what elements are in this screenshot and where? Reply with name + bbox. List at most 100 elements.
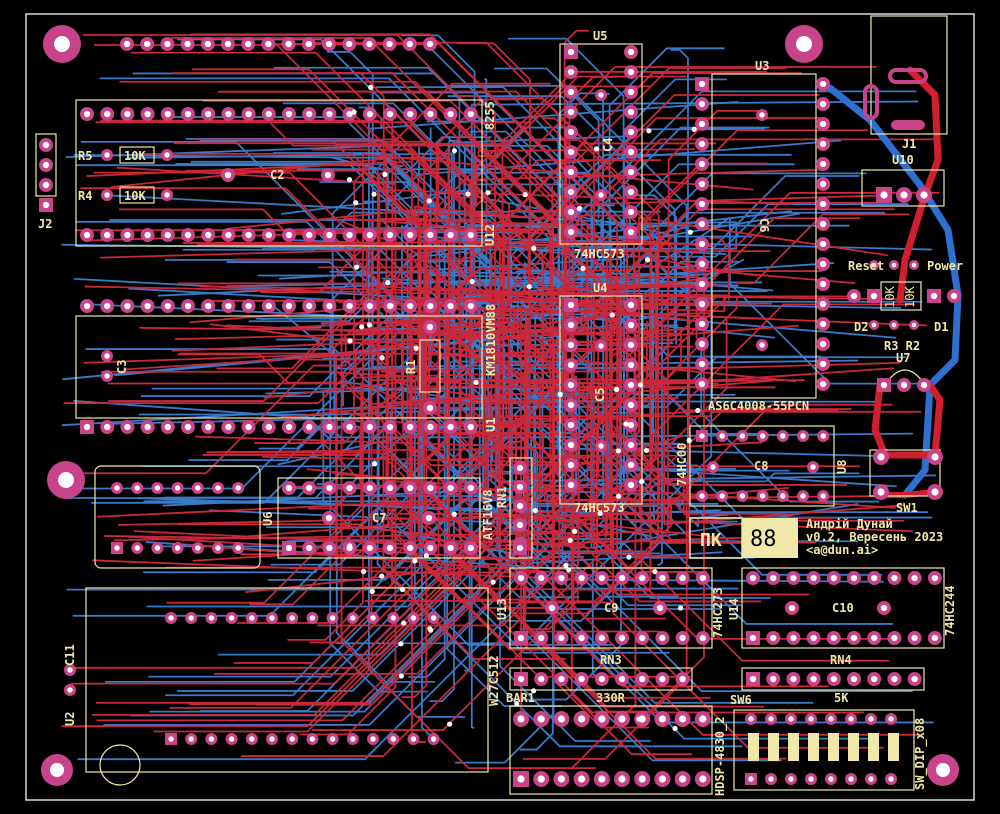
pad-drill (306, 484, 313, 492)
pad-drill (548, 604, 556, 612)
via (427, 626, 433, 632)
c3-ref: C3 (115, 360, 129, 374)
pad-drill (467, 110, 474, 118)
via (398, 641, 404, 647)
pad-drill (627, 208, 635, 216)
r1-outline (419, 339, 441, 393)
u14-value: 74HC273 (711, 587, 725, 638)
pad-drill (638, 775, 646, 783)
pad-drill (42, 161, 50, 169)
rn4-ref: RN4 (830, 653, 852, 667)
rn3-ref: RN3 (600, 653, 622, 667)
pad-drill (877, 488, 885, 496)
via (353, 200, 359, 206)
pad-drill (679, 775, 687, 783)
pad-drill (427, 110, 434, 118)
pad-drill (850, 634, 858, 642)
via (576, 206, 582, 212)
pad-drill (558, 634, 565, 642)
pad-drill (245, 231, 252, 239)
pad-drill (134, 485, 140, 491)
pad-drill (228, 736, 235, 742)
pad-drill (228, 615, 235, 621)
pad-drill (639, 675, 646, 683)
pad-drill (627, 228, 635, 236)
pad-drill (324, 171, 332, 179)
via (379, 355, 385, 361)
u3-cap-label: C6 (757, 218, 771, 232)
r3r2-refs: R3 R2 (884, 339, 920, 353)
via (447, 721, 453, 727)
u5-cap-label: C4 (601, 138, 615, 152)
pad-drill (366, 302, 373, 310)
pad-drill (819, 260, 827, 268)
pad-drill (390, 736, 396, 742)
pad-drill (699, 715, 707, 723)
power-label: Power (927, 259, 963, 273)
c11-ref: C11 (63, 644, 77, 666)
pad-drill (679, 574, 686, 582)
pad-drill (819, 80, 827, 88)
pad-drill (306, 302, 313, 310)
u1-value: KM1810VM88 (484, 304, 498, 376)
u1-outline (75, 315, 483, 419)
credits-version: v0.2, Вересень 2023 (806, 530, 943, 544)
dip-switch-bank[interactable] (748, 733, 899, 761)
pad-drill (516, 483, 524, 491)
pad-drill (618, 715, 626, 723)
badge-text: ПК (700, 530, 722, 551)
pad-drill (285, 231, 293, 239)
pad-drill (871, 574, 878, 582)
pad-drill (326, 231, 333, 239)
via (652, 568, 658, 575)
u9-value: 74HC244 (943, 585, 957, 636)
pad-drill (850, 675, 858, 683)
via (614, 386, 620, 392)
pad-drill (104, 192, 110, 198)
pad-drill (911, 262, 917, 268)
pad-drill (627, 361, 635, 369)
pad-drill (699, 634, 706, 642)
pad-drill (467, 231, 474, 239)
pad-drill (83, 423, 91, 431)
pad-drill (759, 342, 765, 348)
u6-socket-outline (94, 465, 261, 569)
pad-drill (598, 775, 606, 783)
u10-ref: U10 (892, 153, 914, 167)
u14-ref: U14 (727, 598, 741, 620)
pad-drill (658, 775, 667, 783)
c7-ref: C7 (372, 511, 386, 525)
pad-drill (830, 634, 837, 642)
pad-drill (447, 484, 454, 492)
u4-cap-label: C5 (593, 388, 607, 402)
pad-drill (467, 484, 474, 492)
pad-drill (808, 716, 814, 722)
pad-drill (920, 381, 928, 389)
via (382, 171, 388, 177)
u5-ref: U5 (593, 29, 607, 43)
via (571, 528, 578, 534)
pad-drill (427, 544, 434, 552)
pad-drill (739, 433, 746, 439)
pad-drill (208, 736, 215, 742)
pad-drill (627, 88, 635, 96)
pad-drill (627, 48, 635, 56)
pad-drill (578, 675, 585, 683)
pad-drill (888, 716, 894, 722)
pad-drill (184, 423, 192, 431)
pad-drill (467, 302, 474, 310)
pad-drill (164, 192, 170, 198)
r4-ref: R4 (78, 189, 92, 203)
via (593, 146, 600, 152)
pad-drill (790, 675, 797, 683)
pad-drill (759, 112, 765, 118)
pad-drill (168, 615, 174, 621)
pad-drill (134, 545, 140, 551)
u4-value: 74HC573 (574, 501, 625, 515)
pad-drill (517, 675, 525, 683)
pad-drill (154, 545, 161, 551)
j1-barrel-pads (863, 68, 928, 130)
pad-drill (225, 423, 232, 431)
pad-drill (224, 171, 232, 179)
